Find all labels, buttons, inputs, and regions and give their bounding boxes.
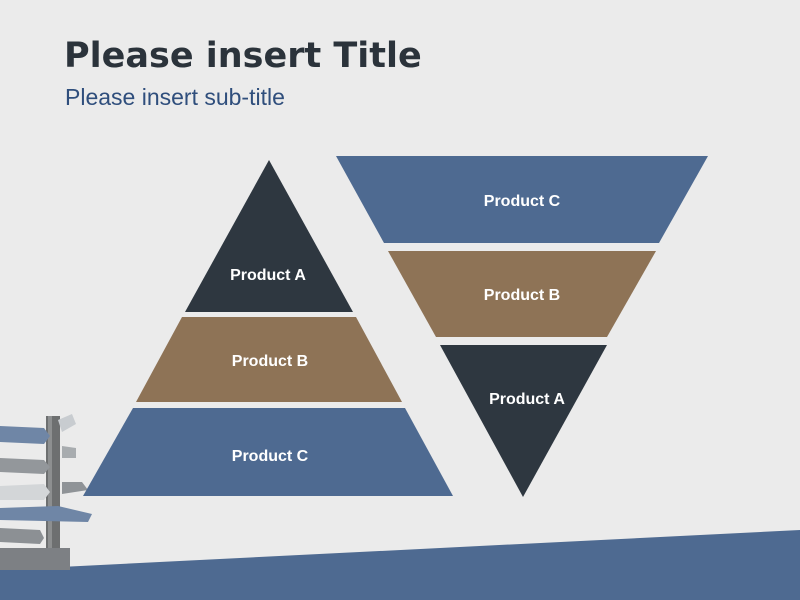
inverted-pyramid-label-middle: Product B (484, 287, 560, 304)
pyramid-level-middle (136, 317, 402, 402)
pyramid-level-top (185, 160, 353, 312)
pyramid-label-top: Product A (230, 267, 306, 284)
inverted-pyramid-level-bottom (440, 345, 607, 497)
pyramid-level-bottom (83, 408, 453, 496)
pyramid-label-bottom: Product C (232, 448, 309, 465)
inverted-pyramid-level-middle (388, 251, 656, 337)
footer-band (0, 530, 800, 600)
slide-title: Please insert Title (64, 36, 422, 76)
inverted-pyramid-label-top: Product C (484, 193, 561, 210)
inverted-pyramid-label-bottom: Product A (489, 391, 565, 408)
inverted-pyramid: Product C Product B Product A (336, 156, 708, 497)
slide-subtitle: Please insert sub-title (65, 84, 285, 110)
signpost-icon (0, 414, 92, 570)
inverted-pyramid-level-top (336, 156, 708, 243)
pyramid-label-middle: Product B (232, 353, 308, 370)
pyramid: Product A Product B Product C (83, 160, 453, 496)
